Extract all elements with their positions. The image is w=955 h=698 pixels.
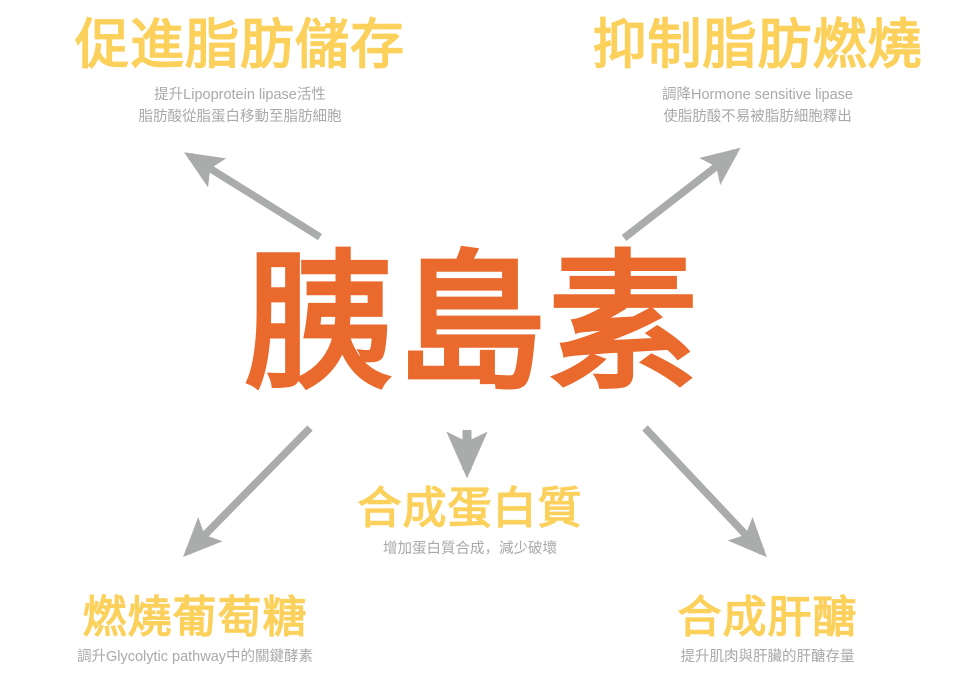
node-glycogen-synthesis-title: 合成肝醣 [677,593,858,642]
node-fat-burning-title: 抑制脂肪燃燒 [592,15,923,75]
node-fat-storage-sub-line-1: 提升Lipoprotein lipase活性 [154,87,326,103]
node-glycogen-synthesis-sub-line-1: 提升肌肉與肝臟的肝醣存量 [680,649,855,665]
node-fat-storage: 促進脂肪儲存 提升Lipoprotein lipase活性 脂肪酸從脂蛋白移動至… [0,18,480,129]
center-title-insulin: 胰島素 [243,239,700,407]
arrow-to-fat-burning [621,147,741,241]
node-glycogen-synthesis-subtitle: 提升肌肉與肝臟的肝醣存量 [580,646,955,668]
arrow-to-glucose [183,425,313,558]
node-fat-burning-sub-line-1: 調降Hormone sensitive lipase [662,87,853,103]
node-glucose-burning-title: 燃燒葡萄糖 [82,593,308,642]
arrow-to-glycogen [642,425,767,558]
node-glucose-burning-sub-line-1: 調升Glycolytic pathway中的關鍵酵素 [76,649,314,665]
node-protein-synthesis-sub-line-1: 增加蛋白質合成，減少破壞 [383,541,557,557]
node-glycogen-synthesis: 合成肝醣 提升肌肉與肝臟的肝醣存量 [580,596,955,668]
node-protein-synthesis-title: 合成蛋白質 [357,484,583,533]
node-glucose-burning: 燃燒葡萄糖 調升Glycolytic pathway中的關鍵酵素 [0,596,390,668]
node-insulin-center: 胰島素 [232,248,712,398]
node-protein-synthesis: 合成蛋白質 增加蛋白質合成，減少破壞 [295,487,645,560]
node-protein-synthesis-subtitle: 增加蛋白質合成，減少破壞 [295,538,645,560]
node-fat-burning-subtitle: 調降Hormone sensitive lipase 使脂肪酸不易被脂肪細胞釋出 [560,84,955,129]
node-fat-storage-sub-line-2: 脂肪酸從脂蛋白移動至脂肪細胞 [138,109,342,126]
node-glucose-burning-subtitle: 調升Glycolytic pathway中的關鍵酵素 [0,646,390,668]
node-fat-burning-sub-line-2: 使脂肪酸不易被脂肪細胞釋出 [663,109,852,126]
node-fat-storage-title: 促進脂肪儲存 [75,15,405,75]
node-fat-storage-subtitle: 提升Lipoprotein lipase活性 脂肪酸從脂蛋白移動至脂肪細胞 [0,84,480,129]
node-fat-burning: 抑制脂肪燃燒 調降Hormone sensitive lipase 使脂肪酸不易… [560,18,955,129]
arrow-to-fat-storage [184,152,322,241]
